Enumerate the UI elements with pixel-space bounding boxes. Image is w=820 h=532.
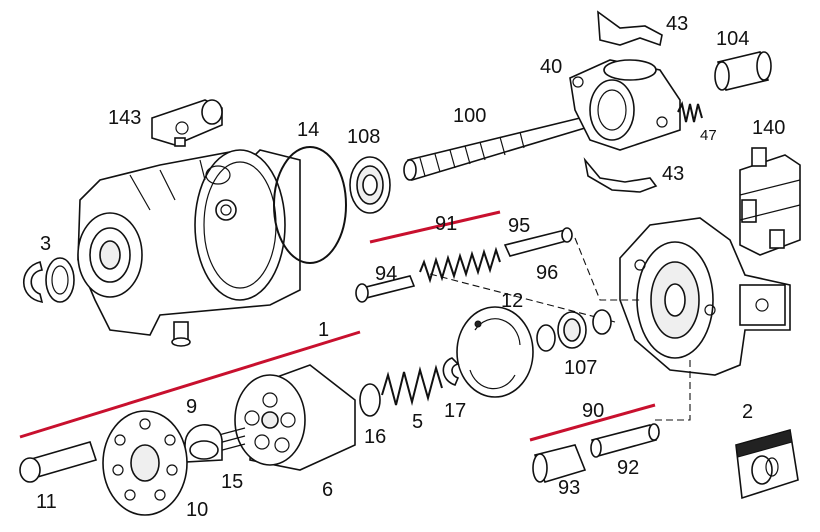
label-143: 143 xyxy=(108,107,141,129)
part-pump-housing xyxy=(77,149,301,347)
label-17: 17 xyxy=(444,400,466,422)
group-line-90 xyxy=(529,403,656,442)
part-91-spring-assembly xyxy=(355,227,573,303)
guide-line xyxy=(574,237,640,301)
part-11-piston xyxy=(19,441,98,483)
part-108-bearing xyxy=(349,156,391,214)
part-104-bushing xyxy=(714,51,772,91)
label-6: 6 xyxy=(322,479,333,501)
part-100-shaft xyxy=(403,117,587,182)
label-9: 9 xyxy=(186,396,197,418)
label-1: 1 xyxy=(318,319,329,341)
part-port-plate-housing xyxy=(619,217,791,376)
part-17-clip xyxy=(442,357,460,386)
label-140: 140 xyxy=(752,117,785,139)
label-108: 108 xyxy=(347,126,380,148)
guide-line xyxy=(655,360,691,421)
label-47: 47 xyxy=(700,127,717,144)
label-104: 104 xyxy=(716,28,749,50)
part-2-seal-kit xyxy=(735,428,799,500)
part-107-bearing xyxy=(536,309,612,352)
label-100: 100 xyxy=(453,105,486,127)
label-94: 94 xyxy=(375,263,397,285)
label-96: 96 xyxy=(536,262,558,284)
part-143-valve xyxy=(151,99,223,147)
label-11: 11 xyxy=(36,491,57,513)
part-40-yoke xyxy=(569,59,681,151)
part-43-bearing-shell-bottom xyxy=(583,157,658,193)
part-10-retaining-plate xyxy=(102,410,188,516)
label-43-top: 43 xyxy=(666,13,688,35)
label-5: 5 xyxy=(412,411,423,433)
label-14: 14 xyxy=(297,119,319,141)
part-43-bearing-shell-top xyxy=(597,10,663,47)
part-5-spring xyxy=(381,364,443,406)
label-10: 10 xyxy=(186,499,208,521)
label-12: 12 xyxy=(501,290,523,312)
part-140-control-valve xyxy=(739,147,801,256)
part-47-spring xyxy=(677,101,703,123)
part-9-ball-guide xyxy=(184,424,223,463)
guide-line xyxy=(429,273,616,323)
part-12-port-plate xyxy=(456,306,534,398)
part-16-washer xyxy=(359,383,381,417)
label-92: 92 xyxy=(617,457,639,479)
label-107: 107 xyxy=(564,357,597,379)
group-line-91 xyxy=(369,210,501,244)
part-3-seal xyxy=(23,257,75,303)
part-93-sleeve xyxy=(532,444,587,483)
label-15: 15 xyxy=(221,471,243,493)
label-91: 91 xyxy=(435,213,457,235)
group-line-1 xyxy=(19,330,361,439)
label-40: 40 xyxy=(540,56,562,78)
part-92-piston xyxy=(590,423,660,458)
part-6-cylinder-block xyxy=(234,364,356,471)
label-93: 93 xyxy=(558,477,580,499)
label-95: 95 xyxy=(508,215,530,237)
label-16: 16 xyxy=(364,426,386,448)
part-14-o-ring xyxy=(273,146,347,264)
label-2: 2 xyxy=(742,401,753,423)
label-43-bottom: 43 xyxy=(662,163,684,185)
label-3: 3 xyxy=(40,233,51,255)
label-90: 90 xyxy=(582,400,604,422)
